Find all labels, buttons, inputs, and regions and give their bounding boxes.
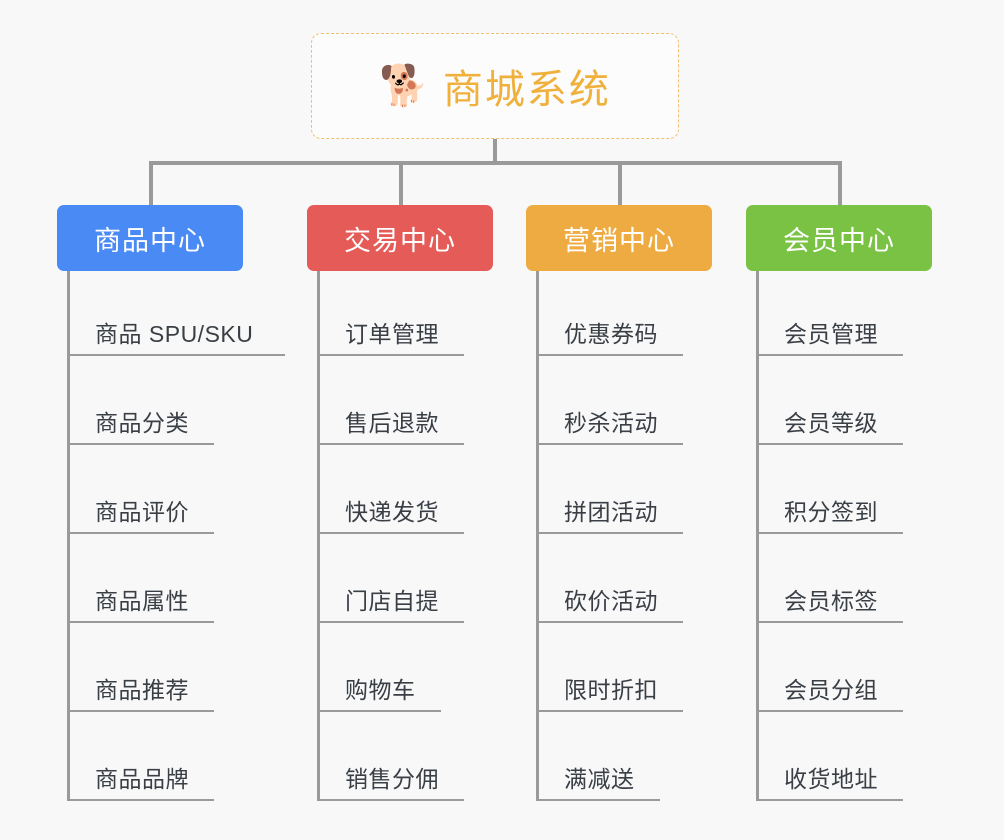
leaf-item-label: 售后退款 [345, 410, 439, 436]
leaf-item[interactable]: 销售分佣 [317, 766, 464, 801]
leaf-item[interactable]: 优惠券码 [536, 321, 683, 356]
leaf-item[interactable]: 购物车 [317, 677, 441, 712]
leaf-item[interactable]: 商品属性 [67, 588, 214, 623]
connector-drop-product-center [149, 161, 153, 207]
branch-header-member-center[interactable]: 会员中心 [746, 205, 932, 271]
branch-header-label: 商品中心 [94, 225, 206, 256]
leaf-item[interactable]: 门店自提 [317, 588, 464, 623]
leaf-item-label: 砍价活动 [564, 588, 658, 614]
leaf-item-label: 收货地址 [784, 766, 878, 792]
leaf-item-label: 商品推荐 [95, 677, 189, 703]
branch-header-label: 交易中心 [344, 225, 456, 256]
root-node-title: 商城系统 [442, 68, 611, 112]
leaf-item[interactable]: 商品品牌 [67, 766, 214, 801]
leaf-item-label: 会员管理 [784, 321, 878, 347]
connector-root-stem [493, 139, 497, 164]
leaf-item-label: 销售分佣 [345, 766, 439, 792]
connector-drop-member-center [838, 161, 842, 207]
leaf-item[interactable]: 秒杀活动 [536, 410, 683, 445]
leaf-item[interactable]: 会员等级 [756, 410, 903, 445]
leaf-item[interactable]: 售后退款 [317, 410, 464, 445]
leaf-item-label: 门店自提 [345, 588, 439, 614]
branch-header-label: 会员中心 [783, 225, 895, 256]
branch-trunk-product-center [67, 271, 70, 799]
leaf-item[interactable]: 砍价活动 [536, 588, 683, 623]
leaf-item[interactable]: 商品推荐 [67, 677, 214, 712]
connector-drop-trade-center [399, 161, 403, 207]
leaf-item[interactable]: 满减送 [536, 766, 660, 801]
leaf-item-label: 满减送 [564, 766, 635, 792]
connector-horizontal-bus [149, 161, 842, 165]
leaf-item-label: 快递发货 [345, 499, 439, 525]
leaf-item[interactable]: 积分签到 [756, 499, 903, 534]
leaf-item-label: 限时折扣 [564, 677, 658, 703]
branch-header-trade-center[interactable]: 交易中心 [307, 205, 493, 271]
leaf-item-label: 拼团活动 [564, 499, 658, 525]
connector-drop-marketing-center [618, 161, 622, 207]
leaf-item-label: 秒杀活动 [564, 410, 658, 436]
leaf-item[interactable]: 会员管理 [756, 321, 903, 356]
leaf-item[interactable]: 商品 SPU/SKU [67, 321, 285, 356]
branch-header-label: 营销中心 [563, 225, 675, 256]
leaf-item-label: 商品属性 [95, 588, 189, 614]
leaf-item-label: 会员分组 [784, 677, 878, 703]
leaf-item-label: 会员标签 [784, 588, 878, 614]
leaf-item[interactable]: 会员分组 [756, 677, 903, 712]
leaf-item[interactable]: 商品评价 [67, 499, 214, 534]
leaf-item-label: 优惠券码 [564, 321, 658, 347]
branch-trunk-marketing-center [536, 271, 539, 799]
leaf-item-label: 会员等级 [784, 410, 878, 436]
leaf-item[interactable]: 订单管理 [317, 321, 464, 356]
leaf-item-label: 购物车 [345, 677, 416, 703]
leaf-item-label: 商品分类 [95, 410, 189, 436]
shiba-dog-face-icon: 🐕 [379, 64, 429, 108]
leaf-item-label: 商品品牌 [95, 766, 189, 792]
leaf-item-label: 积分签到 [784, 499, 878, 525]
root-node-商城系统[interactable]: 🐕 商城系统 [311, 33, 679, 139]
leaf-item-label: 订单管理 [345, 321, 439, 347]
leaf-item[interactable]: 收货地址 [756, 766, 903, 801]
branch-trunk-trade-center [317, 271, 320, 799]
leaf-item[interactable]: 限时折扣 [536, 677, 683, 712]
leaf-item[interactable]: 快递发货 [317, 499, 464, 534]
branch-header-product-center[interactable]: 商品中心 [57, 205, 243, 271]
branch-trunk-member-center [756, 271, 759, 799]
leaf-item[interactable]: 商品分类 [67, 410, 214, 445]
leaf-item[interactable]: 会员标签 [756, 588, 903, 623]
leaf-item-label: 商品 SPU/SKU [95, 321, 254, 347]
leaf-item[interactable]: 拼团活动 [536, 499, 683, 534]
branch-header-marketing-center[interactable]: 营销中心 [526, 205, 712, 271]
leaf-item-label: 商品评价 [95, 499, 189, 525]
